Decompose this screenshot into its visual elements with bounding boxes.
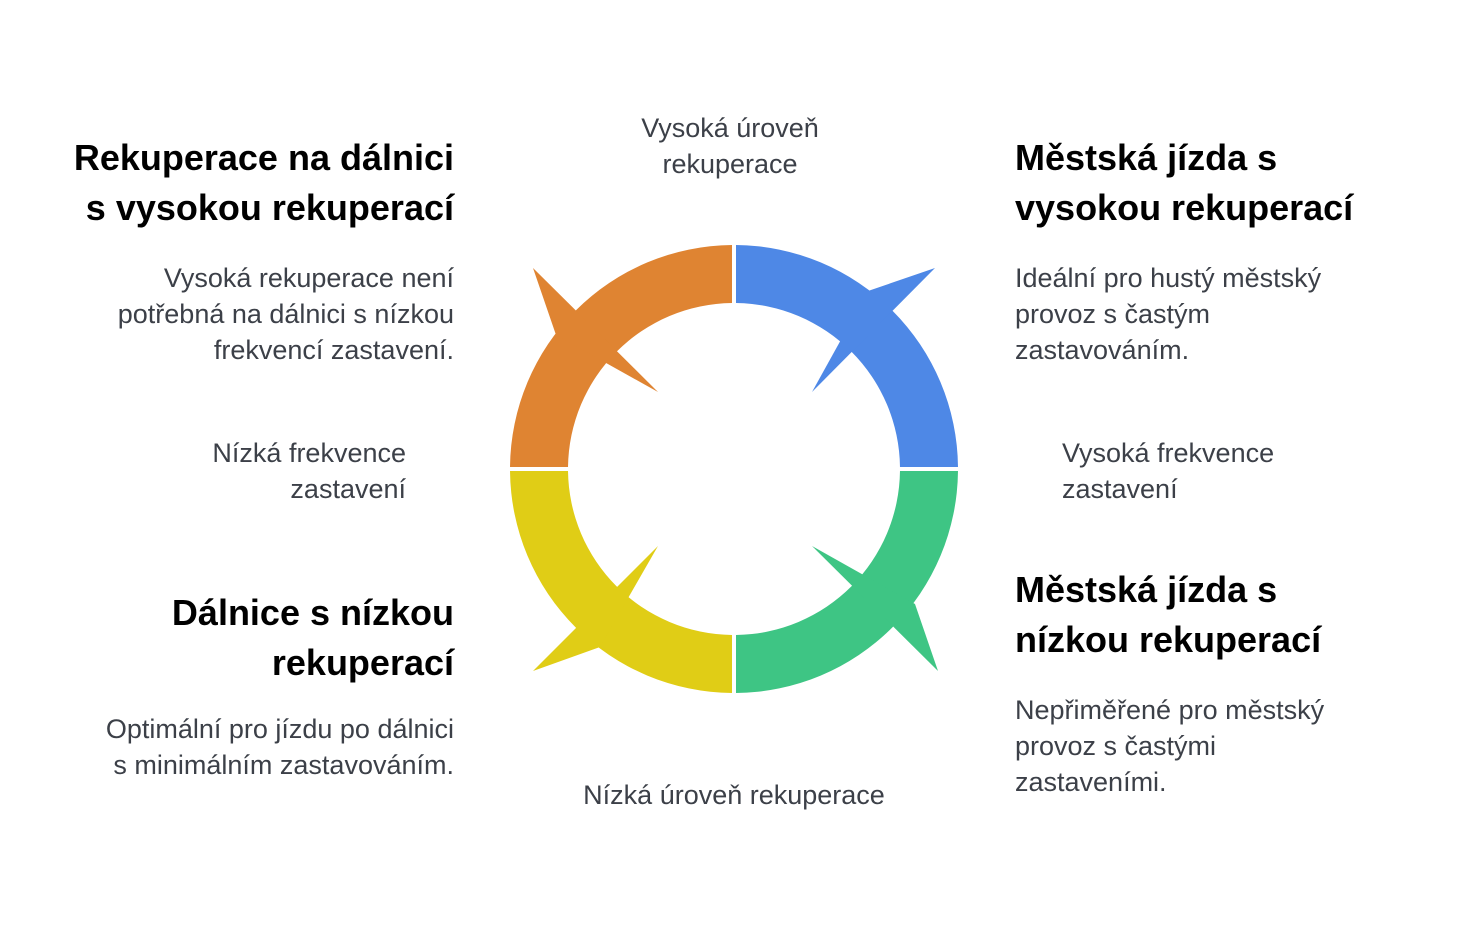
quadrant-description-bottom-right: Nepřiměřené pro městský provoz s častými… — [1015, 695, 1325, 797]
quadrant-title-bottom-right: Městská jízda s nízkou rekuperací — [1015, 569, 1322, 660]
axis-label-bottom: Nízká úroveň rekuperace — [583, 780, 885, 810]
axis-label-right: Vysoká frekvence zastavení — [1062, 438, 1275, 504]
quadrant-description-top-left: Vysoká rekuperace není potřebná na dálni… — [117, 263, 454, 365]
segment-top-left — [510, 245, 733, 468]
quadrant-title-top-left: Rekuperace na dálnici s vysokou rekupera… — [73, 137, 454, 228]
arrow-top-left — [533, 268, 658, 392]
arrow-bottom-right — [812, 546, 938, 671]
quadrant-title-top-right: Městská jízda s vysokou rekuperací — [1015, 137, 1354, 228]
quadrant-description-bottom-left: Optimální pro jízdu po dálnici s minimál… — [105, 714, 454, 780]
arrow-top-right — [812, 268, 935, 392]
arrow-bottom-left — [533, 546, 658, 671]
segment-top-right — [735, 245, 958, 468]
quadrant-description-top-right: Ideální pro hustý městský provoz s častý… — [1015, 263, 1322, 365]
quadrant-title-bottom-left: Dálnice s nízkou rekuperací — [171, 592, 454, 683]
axis-label-top: Vysoká úroveň rekuperace — [641, 113, 819, 179]
segment-bottom-left — [510, 470, 733, 693]
axis-label-left: Nízká frekvence zastavení — [212, 438, 406, 504]
segment-bottom-right — [735, 470, 958, 693]
